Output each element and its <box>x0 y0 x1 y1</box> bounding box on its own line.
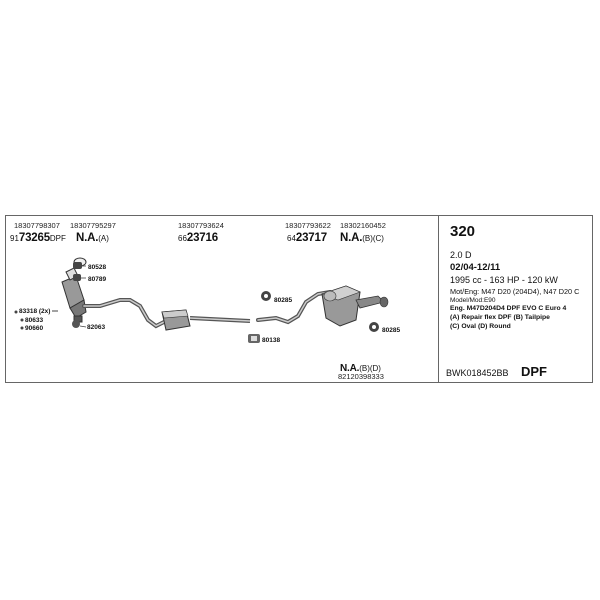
motor-codes: Mot/Eng: M47 D20 (204D4), N47 D20 C <box>450 287 580 296</box>
model-mod: Model/Mod:E90 <box>450 297 496 304</box>
production-dates: 02/04-12/11 <box>450 262 501 273</box>
power-spec: 1995 cc - 163 HP - 120 kW <box>450 275 558 285</box>
part-number-3: 18307793624 <box>178 221 224 230</box>
gasket-80633 <box>20 318 24 322</box>
label-80633: 80633 <box>25 317 44 324</box>
hanger-80285-front <box>261 291 271 301</box>
part-code-5: N.A.(B)(C) <box>340 232 384 244</box>
part-code-2: N.A.(A) <box>76 232 109 244</box>
clamp-82063 <box>72 320 87 328</box>
part-code-4: 6423717 <box>287 232 327 244</box>
part-number-2: 18307795297 <box>70 221 116 230</box>
hanger-80789 <box>73 274 86 281</box>
engine-line: Eng. M47D204D4 DPF EVO C Euro 4 <box>450 305 567 312</box>
label-80528: 80528 <box>88 264 107 271</box>
note-line-1: (A) Repair flex DPF (B) Tailpipe <box>450 314 550 321</box>
note-line-2: (C) Oval (D) Round <box>450 323 511 330</box>
tailpipe-part-number: 82120398333 <box>338 372 384 381</box>
label-90660: 90660 <box>25 325 44 332</box>
kit-type: DPF <box>521 364 547 379</box>
hanger-80285-rear <box>369 322 379 332</box>
label-80138: 80138 <box>262 337 281 344</box>
engine-size: 2.0 D <box>450 250 472 260</box>
part-number-1: 18307798307 <box>14 221 60 230</box>
part-number-5: 18302160452 <box>340 221 386 230</box>
rear-muffler <box>321 285 389 327</box>
label-80285-rear: 80285 <box>382 327 401 334</box>
label-83318: 83318 (2x) <box>19 308 51 315</box>
label-80789: 80789 <box>88 276 107 283</box>
tailpipe-code: N.A.(B)(D) <box>340 363 381 374</box>
part-number-4: 18307793622 <box>285 221 331 230</box>
part-code-3: 6623716 <box>178 232 218 244</box>
bolt-83318 <box>14 310 58 314</box>
part-code-1: 9173265DPF <box>10 232 66 244</box>
clamp-80138 <box>248 334 260 343</box>
diagram-frame <box>5 215 593 383</box>
nut-90660 <box>20 326 24 330</box>
middle-muffler <box>161 309 191 331</box>
model-title: 320 <box>450 223 476 240</box>
panel-divider <box>438 215 439 383</box>
label-80285-front: 80285 <box>274 297 293 304</box>
hanger-80528 <box>73 262 86 269</box>
label-82063: 82063 <box>87 324 106 331</box>
kit-code: BWK018452BB <box>446 368 509 378</box>
